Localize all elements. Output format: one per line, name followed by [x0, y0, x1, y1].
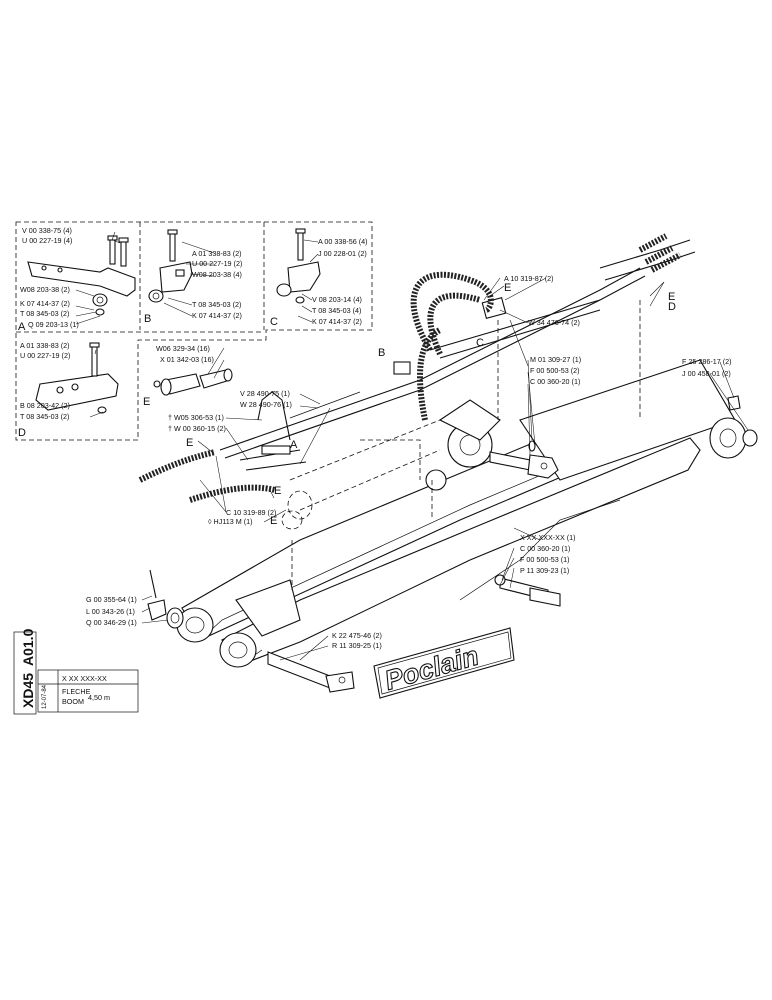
inset-a-label: V 00 338-75 (4)	[22, 226, 72, 235]
inset-c-label: K 07 414-37 (2)	[312, 317, 362, 326]
callout-e: E	[270, 515, 277, 527]
inset-d-label: T 08 345-03 (2)	[20, 412, 69, 421]
inset-c-drawing	[276, 228, 321, 304]
callout-b: B	[378, 347, 385, 359]
part-label: X XX XXX-XX (1)	[520, 533, 576, 542]
brand-text: Poclain	[381, 640, 482, 695]
part-label: C 00 360-20 (1)	[530, 377, 580, 386]
pipes	[219, 239, 696, 471]
inset-b-label: K 07 414-37 (2)	[192, 311, 242, 320]
cylinder-ghost	[281, 300, 641, 590]
inset-b-letter: B	[144, 313, 151, 325]
title-code-1: XD45	[20, 673, 36, 708]
inset-c-labels: A 00 338-56 (4) J 00 228-01 (2) V 08 203…	[270, 237, 368, 328]
inset-e-label: W06 329-34 (16)	[156, 344, 210, 353]
inset-b-label: U 00 227-19 (2)	[192, 259, 242, 268]
inset-b-labels: A 01 338-83 (2) U 00 227-19 (2) W08 203-…	[144, 249, 242, 325]
inset-c-label: J 00 228-01 (2)	[318, 249, 367, 258]
part-label: A 10 319-87 (2)	[504, 274, 554, 283]
leader-lines	[75, 231, 749, 661]
inset-d-labels: A 01 338-83 (2) U 00 227-19 (2) B 08 203…	[18, 341, 70, 439]
part-label: P 11 309-23 (1)	[520, 566, 569, 575]
inset-b-label: W08 203-38 (4)	[192, 270, 242, 279]
inset-a-label: T 08 345-03 (2)	[20, 309, 69, 318]
inset-c-label: T 08 345-03 (4)	[312, 306, 361, 315]
hoses	[138, 233, 682, 503]
inset-boxes	[15, 221, 373, 441]
callout-c: C	[476, 337, 484, 349]
inset-c-label: A 00 338-56 (4)	[318, 237, 368, 246]
part-label: Q 00 346-29 (1)	[86, 618, 137, 627]
callout-e: E	[186, 437, 193, 449]
inset-a-letter: A	[18, 321, 26, 333]
part-label: F 00 500-53 (1)	[520, 555, 570, 564]
inset-a-label: K 07 414-37 (2)	[20, 299, 70, 308]
callout-d: D	[668, 301, 676, 313]
part-label: W 28 490-76 (1)	[240, 400, 292, 409]
inset-b-drawing	[148, 229, 193, 303]
part-label: V 28 490-75 (1)	[240, 389, 290, 398]
inset-d-label: A 01 338-83 (2)	[20, 341, 70, 350]
inset-a-drawing	[27, 235, 136, 316]
inset-a-label: U 00 227-19 (4)	[22, 236, 72, 245]
part-label: J 00 458-01 (2)	[682, 369, 731, 378]
inset-d-letter: D	[18, 427, 26, 439]
main-labels: A 10 319-87 (2) W 34 476-74 (2) M 01 309…	[86, 274, 732, 650]
inset-b-label: A 01 338-83 (2)	[192, 249, 242, 258]
title-name-fr: FLECHE	[62, 687, 91, 696]
inset-e-label: X 01 342-03 (16)	[160, 355, 214, 364]
inset-d-label: U 00 227-19 (2)	[20, 351, 70, 360]
inset-d-label: B 08 203-42 (2)	[20, 401, 70, 410]
inset-b-label: T 08 345-03 (2)	[192, 300, 241, 309]
inset-e-letter: E	[143, 396, 150, 408]
title-name-en: BOOM	[62, 697, 84, 706]
title-size: 4,50 m	[88, 693, 110, 702]
part-label: F 25 286-17 (2)	[682, 357, 732, 366]
part-label: M 01 309-27 (1)	[530, 355, 581, 364]
title-date: 12-07-84	[42, 684, 48, 709]
callout-e: E	[274, 485, 281, 497]
inset-a-label: Q 09 203-13 (1)	[28, 320, 79, 329]
part-label: † W 00 360-15 (2)	[168, 424, 226, 433]
poclain-logo: Poclain	[373, 627, 515, 699]
inset-d-drawing	[35, 342, 119, 414]
inset-a-label: W08 203-38 (2)	[20, 285, 70, 294]
part-label: G 00 355-64 (1)	[86, 595, 137, 604]
title-block: XD45 A01.0 12-07-84 X XX XXX-XX FLECHE B…	[13, 628, 139, 715]
inset-c-letter: C	[270, 316, 278, 328]
part-label: R 11 309-25 (1)	[332, 641, 382, 650]
part-label: W 34 476-74 (2)	[528, 318, 580, 327]
callout-e: E	[668, 291, 675, 303]
part-label: F 00 500-53 (2)	[530, 366, 580, 375]
inset-a-labels: V 00 338-75 (4) U 00 227-19 (4) W08 203-…	[18, 226, 79, 333]
boom-body	[176, 359, 747, 668]
inset-e-labels: W06 329-34 (16) X 01 342-03 (16) E	[143, 344, 214, 408]
part-label: K 22 475-46 (2)	[332, 631, 382, 640]
part-label: † W05 306-53 (1)	[168, 413, 224, 422]
callout-letters: B C A E E E E E D	[186, 282, 676, 527]
title-code-2: A01.0	[20, 628, 36, 666]
callout-a: A	[290, 439, 298, 451]
callout-e: E	[504, 282, 511, 294]
inset-e-drawing	[153, 368, 233, 396]
part-label: ◊ HJ113 M (1)	[208, 517, 253, 526]
inset-c-label: V 08 203-14 (4)	[312, 295, 362, 304]
part-label: L 00 343-26 (1)	[86, 607, 135, 616]
part-label: C 00 360-20 (1)	[520, 544, 570, 553]
title-ref: X XX XXX-XX	[62, 674, 107, 683]
part-label: C 10 319-89 (2)	[226, 508, 276, 517]
